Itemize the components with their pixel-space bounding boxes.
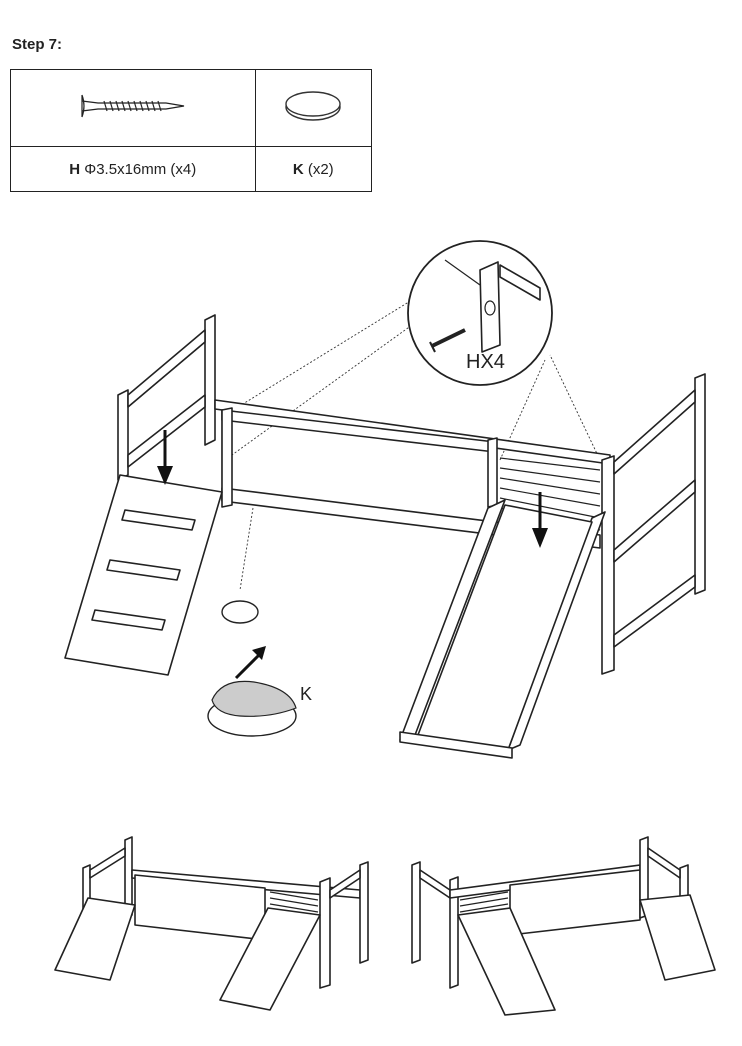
callout-leader-lines <box>224 299 601 461</box>
cap-hole-guide <box>221 507 259 624</box>
parts-label-row: H Φ3.5x16mm (x4) K (x2) <box>10 146 372 192</box>
cap-up-arrow <box>234 646 266 680</box>
right-headboard <box>601 373 706 675</box>
cap-label: K <box>300 684 312 704</box>
part-k-icon-cell <box>254 69 372 147</box>
part-k-qty: (x2) <box>307 160 334 178</box>
cap-disc-icon <box>285 90 341 121</box>
parts-table: H Φ3.5x16mm (x4) K (x2) <box>10 69 372 192</box>
assembly-diagram: K HX4 <box>64 240 706 759</box>
thumbnail-right-view <box>411 836 716 1016</box>
ladder-ramp <box>64 474 223 676</box>
part-h-spec: Φ3.5x16mm <box>84 160 167 178</box>
thumbnail-left-view <box>54 836 369 1011</box>
part-h-code: H <box>69 160 81 178</box>
slide <box>399 499 606 759</box>
callout-label: HX4 <box>466 351 505 373</box>
part-h-label: H Φ3.5x16mm (x4) <box>10 146 256 192</box>
cap-k-peel <box>207 680 297 737</box>
down-arrow-right <box>532 492 548 548</box>
detail-callout: HX4 <box>407 240 553 386</box>
thumbnail-right-slats <box>459 891 509 913</box>
part-k-label: K (x2) <box>254 146 372 192</box>
part-h-qty: (x4) <box>170 160 197 178</box>
part-k-code: K <box>292 160 304 178</box>
screw-icon <box>81 94 184 117</box>
part-h-icon-cell <box>10 69 256 147</box>
parts-icon-row <box>10 69 372 147</box>
orientation-thumbnails <box>54 836 716 1016</box>
down-arrow-left <box>157 430 173 485</box>
callout-screw-icon <box>429 328 466 353</box>
step-title: Step 7: <box>12 36 63 53</box>
thumbnail-left-slats <box>269 891 319 913</box>
